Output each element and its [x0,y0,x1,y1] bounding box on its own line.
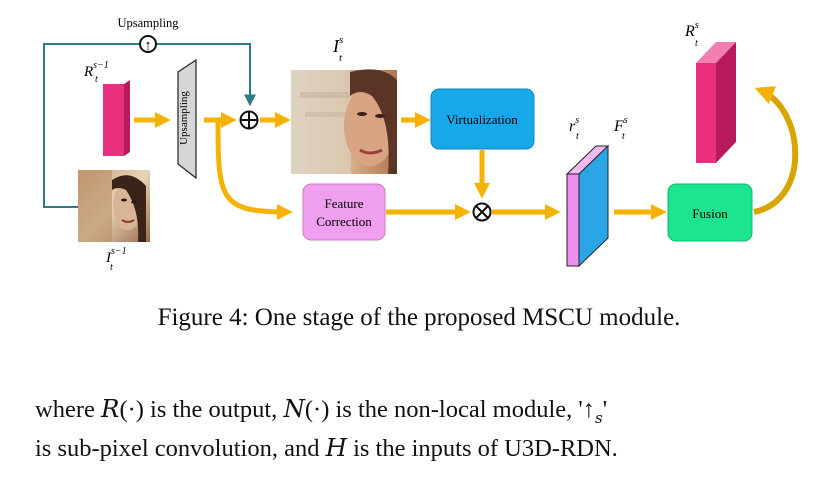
r-symbol: R [100,394,120,423]
output-block [696,63,716,163]
upsampling-block-label: Upsampling [178,91,190,145]
body-text-6: is the inputs of U3D-RDN. [346,434,618,462]
mscu-stage-diagram: ↑ Upsampling Rs−1 t Upsampling Is−1 t [43,16,799,273]
prev-output-block [103,84,124,156]
r-feature-block [566,173,580,267]
feature-correction-box [302,183,386,241]
fusion-box [667,183,753,242]
output-sub: t [695,38,698,49]
arrow-to-output [753,86,799,215]
feature-stack [565,144,610,268]
body-text-5: is sub-pixel convolution, and [35,434,326,462]
skip-connection-path [43,43,256,208]
arrow-symbol: ↑ [582,396,596,423]
f-feature-sub: t [622,131,625,142]
virtualization-label: Virtualization [446,112,518,127]
virtualization-box [430,88,535,150]
body-text-3: (·) is the non-local module, ' [304,396,583,423]
current-frame-sub: t [339,52,343,64]
body-text-1: where [35,396,101,423]
feature-correction-label-1: Feature [325,196,364,211]
upsampling-top-label: Upsampling [117,16,179,30]
figure-caption: Figure 4: One stage of the proposed MSCU… [157,304,681,331]
arrow-to-feature-correction [215,121,293,220]
prev-output-block-side [124,80,130,156]
times-b-icon [475,205,489,219]
output-block-top [696,42,736,63]
current-frame-image [291,69,397,174]
r-feature-label: rs [569,115,579,135]
f-feature-block [578,144,609,268]
body-text-2: (·) is the output, [119,396,284,423]
n-symbol: N [283,394,305,423]
upsampling-circle-icon [139,35,157,53]
upsampling-block [177,58,197,180]
prev-output-sub: t [95,74,98,85]
current-frame-label: Is [332,34,343,56]
prev-frame-sub: t [110,262,113,273]
fusion-label: Fusion [692,206,728,221]
upsampling-arrow-icon: ↑ [144,38,152,54]
prev-frame-label: Is−1 [105,246,127,266]
arrow-subscript: s [595,408,603,427]
prev-output-label: Rs−1 [83,60,109,80]
output-block-side [716,42,736,163]
feature-correction-label-2: Correction [316,214,372,229]
f-feature-label: Fs [613,115,628,135]
r-feature-sub: t [576,131,579,142]
output-label: Rs [684,20,699,40]
prev-frame-image [78,170,150,242]
h-symbol: H [325,432,347,462]
body-paragraph: where R(·) is the output, N(·) is the no… [35,394,815,463]
body-text-4: ' [602,396,608,423]
